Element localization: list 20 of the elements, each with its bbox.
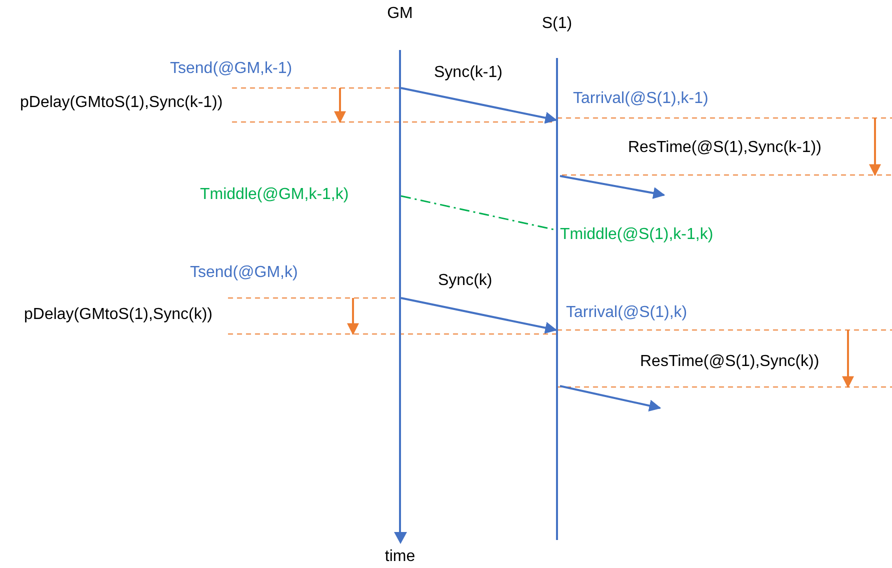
timestamp-label: pDelay(GMtoS(1),Sync(k-1)) <box>20 94 223 112</box>
axis-label: time <box>384 548 416 566</box>
lifeline-label: GM <box>387 5 413 23</box>
message-arrow <box>560 175 666 199</box>
timestamp-label: ResTime(@S(1),Sync(k)) <box>640 353 820 371</box>
message-arrow <box>400 297 558 334</box>
timestamp-label: Tsend(@GM,k-1) <box>170 60 292 78</box>
timestamp-label: ResTime(@S(1),Sync(k-1)) <box>628 139 822 157</box>
message-arrow <box>560 385 662 412</box>
timestamp-label: Tsend(@GM,k) <box>190 264 298 282</box>
timestamp-label: Tarrival(@S(1),k) <box>566 304 688 322</box>
timestamp-label: pDelay(GMtoS(1),Sync(k)) <box>24 306 212 324</box>
lifeline-label: S(1) <box>542 15 572 33</box>
timestamp-label: Tmiddle(@GM,k-1,k) <box>200 186 349 204</box>
timestamp-label: Tarrival(@S(1),k-1) <box>573 90 708 108</box>
dash-dot-line <box>400 195 556 231</box>
edge-label: Sync(k-1) <box>432 64 504 82</box>
message-arrow <box>400 87 558 124</box>
edge-label: Sync(k) <box>436 272 494 290</box>
timestamp-label: Tmiddle(@S(1),k-1,k) <box>560 226 714 244</box>
